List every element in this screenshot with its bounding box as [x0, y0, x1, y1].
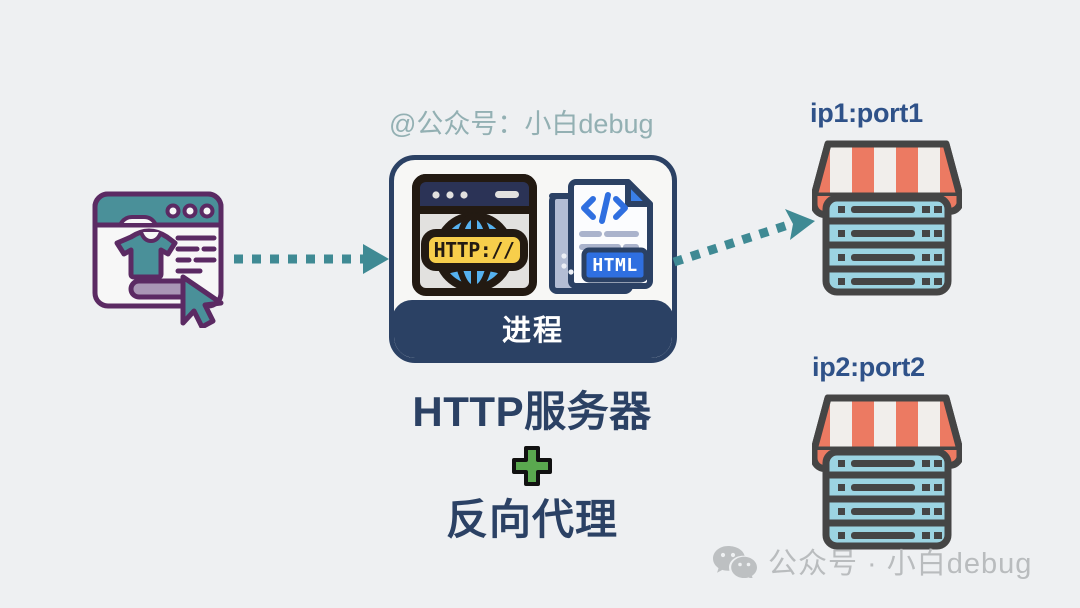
arrow-server-to-node1 [672, 198, 820, 278]
process-banner-label: 进程 [501, 314, 564, 347]
html-badge-label: HTML [592, 255, 637, 276]
html-document-icon: HTML [546, 176, 666, 296]
page-watermark: 公众号 · 小白debug [712, 538, 1032, 584]
node-2-server-icon [810, 390, 964, 550]
caption-line-1: HTTP服务器 [412, 388, 652, 435]
node-2-label: ip2:port2 [812, 352, 925, 382]
card-watermark-text: @公众号：小白debug [389, 109, 654, 139]
page-watermark-text: 公众号 · 小白debug [768, 548, 1033, 580]
process-banner: 进程 [394, 300, 672, 358]
http-server-card: HTTP:// [389, 155, 677, 363]
client-browser-icon [90, 188, 238, 330]
wechat-icon [712, 544, 758, 578]
arrow-client-to-server [232, 238, 400, 280]
http-browser-icon: HTTP:// [412, 174, 537, 296]
node-1-server-icon [810, 136, 964, 296]
caption-plus-icon [330, 438, 734, 494]
node-1-label: ip1:port1 [810, 98, 923, 128]
caption-block: HTTP服务器 反向代理 [330, 386, 734, 568]
http-scheme-label: HTTP:// [434, 238, 515, 262]
caption-line-2: 反向代理 [445, 496, 618, 543]
card-icon-row: HTTP:// [394, 160, 672, 308]
